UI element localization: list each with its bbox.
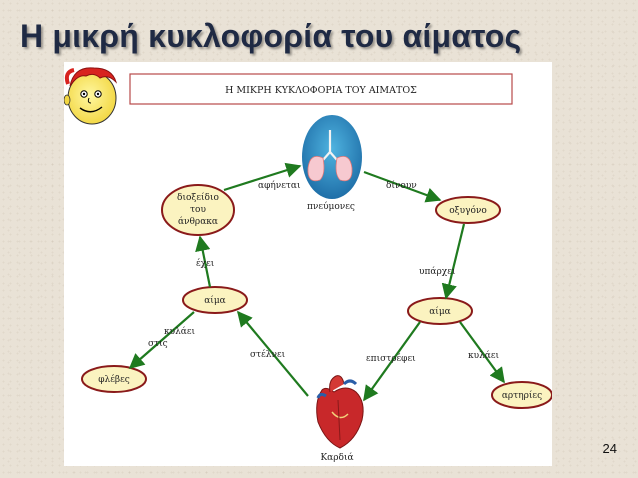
heart-label: Καρδιά [320, 452, 353, 463]
arrow-co2-to-lungs [223, 162, 302, 192]
blood-left-node [182, 286, 248, 314]
arrow-lungs-to-oxygen [363, 170, 442, 203]
arrow-blood-to-co2 [195, 235, 212, 288]
veins-label: φλέβες [98, 374, 130, 385]
arteries-label: αρτηρίες [502, 390, 542, 401]
arteries-node [491, 381, 552, 409]
slide-title: Η μικρή κυκλοφορία του αίματος [20, 18, 522, 54]
concept-map: Η ΜΙΚΡΗ ΚΥΚΛΟΦΟΡΙΑ ΤΟΥ ΑΙΜΑΤΟΣ πνεύμονες… [64, 67, 552, 463]
link-flows-in-line2: στις [148, 339, 168, 349]
oxygen-label: οξυγόνο [449, 205, 487, 216]
arrow-blood-to-arteries [459, 321, 505, 384]
link-returns: επιστρέφει [366, 353, 416, 364]
link-sends: στέλνει [250, 349, 286, 360]
heart-icon [316, 375, 364, 449]
co2-label-line3: άνθρακα [178, 216, 218, 227]
link-give: δίνουν [386, 180, 417, 191]
link-flows: κυλάει [468, 350, 500, 361]
blood-right-label: αίμα [429, 306, 451, 317]
link-flows-in-line1: κυλάει [164, 326, 196, 337]
lungs-label: πνεύμονες [307, 201, 355, 212]
blood-left-label: αίμα [204, 295, 226, 306]
link-has: έχει [196, 258, 215, 269]
co2-label-line1: διοξείδιο [177, 192, 219, 203]
link-released: αφήνεται [258, 180, 301, 191]
co2-label-line2: του [190, 205, 206, 215]
arrow-blood-to-heart [363, 321, 421, 402]
arrow-blood-to-veins [128, 311, 195, 370]
veins-node [81, 365, 147, 393]
cartoon-face-icon [64, 67, 118, 125]
lungs-icon [302, 115, 362, 199]
oxygen-node [435, 196, 501, 224]
diagram-header: Η ΜΙΚΡΗ ΚΥΚΛΟΦΟΡΙΑ ΤΟΥ ΑΙΜΑΤΟΣ [225, 85, 417, 96]
diagram-panel: Η ΜΙΚΡΗ ΚΥΚΛΟΦΟΡΙΑ ΤΟΥ ΑΙΜΑΤΟΣ πνεύμονες… [64, 62, 552, 466]
header-box [129, 73, 513, 105]
page-number: 24 [602, 441, 617, 456]
co2-node [161, 184, 235, 236]
arrow-oxygen-to-blood [441, 223, 466, 300]
arrow-heart-to-blood [237, 310, 309, 397]
link-exists: υπάρχει [419, 266, 456, 277]
blood-right-node [407, 297, 473, 325]
